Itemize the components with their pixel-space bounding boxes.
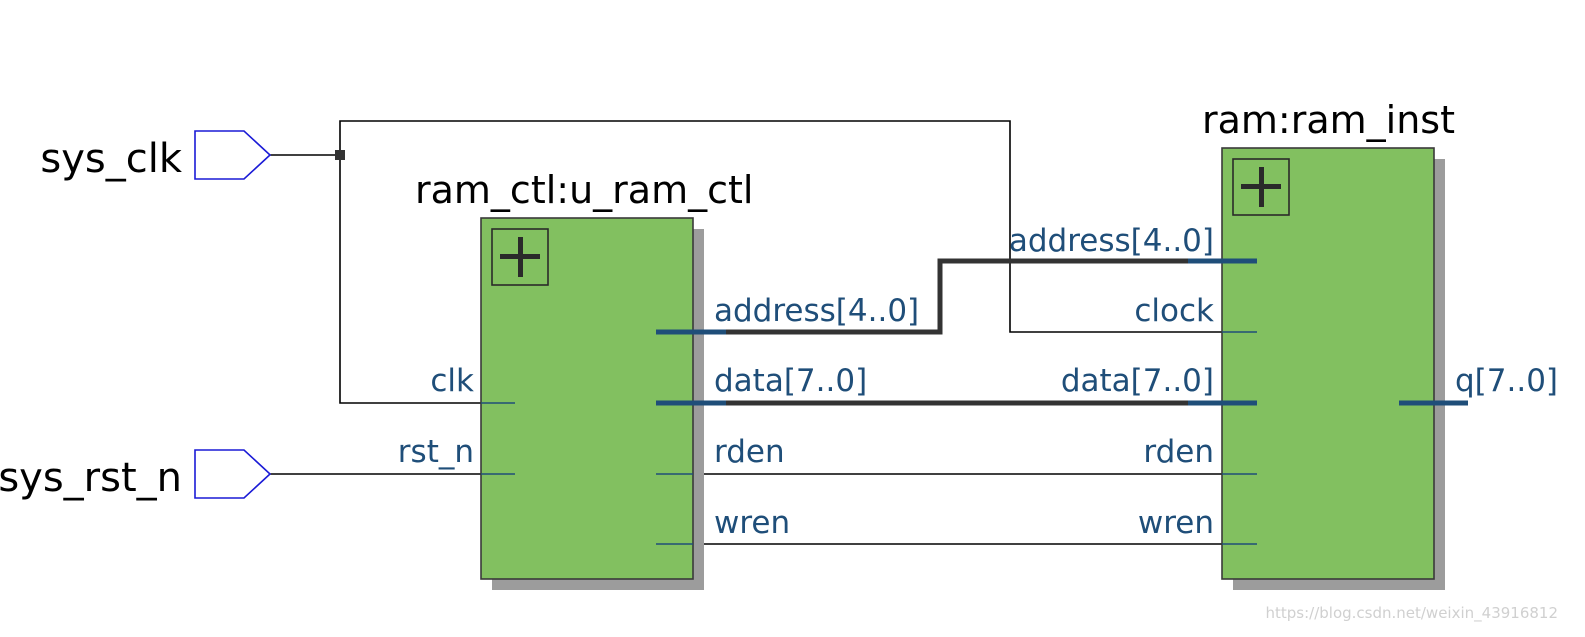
wire-sys-clk-to-clk[interactable] (339, 155, 515, 404)
input-pin-label: sys_rst_n (0, 455, 182, 501)
input-pin-sys-rst-n[interactable]: sys_rst_n (0, 449, 272, 501)
block-title: ram_ctl:u_ram_ctl (415, 168, 753, 212)
port-label-q: q[7..0] (1455, 363, 1558, 399)
port-label-address-out: address[4..0] (714, 293, 919, 329)
port-label-data-in: data[7..0] (1061, 363, 1214, 399)
wire-sys-clk-to-clock[interactable] (339, 120, 1257, 333)
port-label-data-out: data[7..0] (714, 363, 867, 399)
block-body (1221, 147, 1435, 580)
wires (270, 120, 1257, 545)
plus-icon[interactable] (491, 228, 549, 286)
port-label-wren-in: wren (1138, 505, 1214, 541)
port-label-rden-out: rden (714, 434, 785, 470)
input-pin-sys-clk[interactable]: sys_clk (40, 130, 272, 182)
block-ram-inst[interactable]: ram:ram_inst address[4..0] clock data[7.… (1009, 98, 1558, 590)
buses (726, 258, 1190, 406)
input-pin-label: sys_clk (40, 136, 182, 182)
port-label-rst-n: rst_n (398, 434, 474, 470)
junction-dot (335, 150, 345, 160)
input-pin-icon (194, 449, 272, 499)
port-label-clk: clk (430, 363, 474, 399)
port-label-wren-out: wren (714, 505, 790, 541)
block-title: ram:ram_inst (1202, 98, 1455, 142)
block-u-ram-ctl[interactable]: ram_ctl:u_ram_ctl clk rst_n address[4..0… (398, 168, 919, 590)
port-label-address-in: address[4..0] (1009, 223, 1214, 259)
watermark: https://blog.csdn.net/weixin_43916812 (1265, 604, 1558, 623)
bus-address[interactable] (726, 258, 1190, 335)
port-label-clock: clock (1134, 293, 1214, 329)
plus-icon[interactable] (1232, 158, 1290, 216)
input-pin-icon (194, 130, 272, 180)
port-label-rden-in: rden (1143, 434, 1214, 470)
